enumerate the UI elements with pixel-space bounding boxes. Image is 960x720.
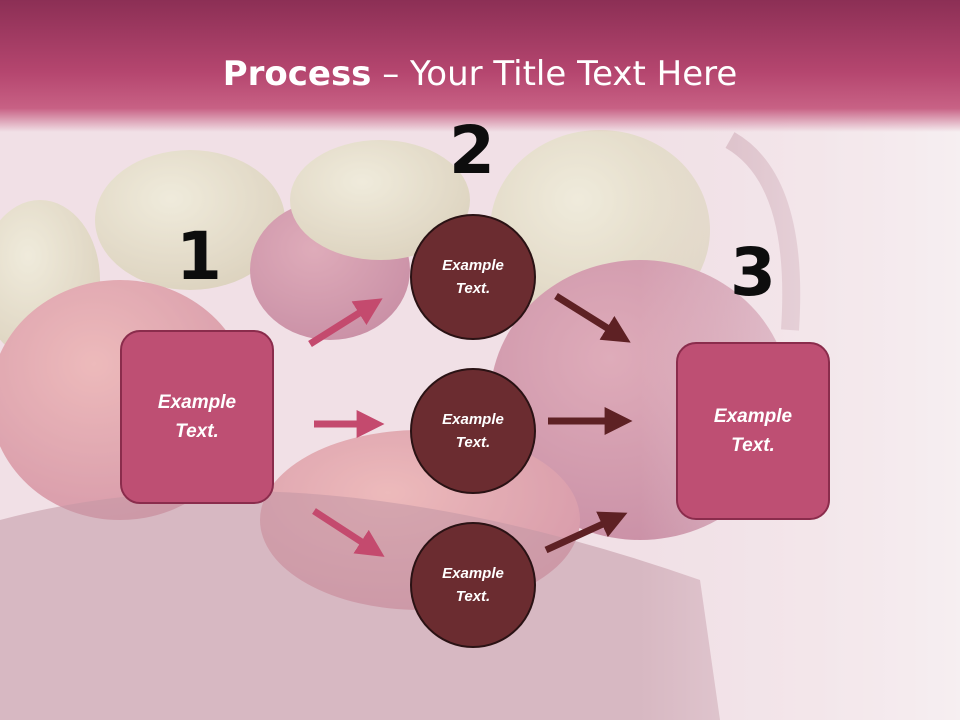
step-number-3: 3 <box>730 234 776 311</box>
page-title: Process – Your Title Text Here <box>0 52 960 96</box>
right-box-label: Example Text. <box>713 406 793 456</box>
left-box-label: Example Text. <box>157 392 237 442</box>
circle-bottom: Example Text. <box>410 522 536 648</box>
step-number-2: 2 <box>449 112 495 189</box>
title-band <box>0 0 960 132</box>
step-number-1: 1 <box>176 218 222 295</box>
circle-top-label: Example Text. <box>442 257 504 297</box>
left-box: Example Text. <box>120 330 274 504</box>
circle-middle-label: Example Text. <box>442 411 504 451</box>
circle-top: Example Text. <box>410 214 536 340</box>
circle-middle: Example Text. <box>410 368 536 494</box>
title-rest: – Your Title Text Here <box>371 54 738 94</box>
right-box: Example Text. <box>676 342 830 520</box>
circle-bottom-label: Example Text. <box>442 565 504 605</box>
title-bold: Process <box>222 54 372 94</box>
